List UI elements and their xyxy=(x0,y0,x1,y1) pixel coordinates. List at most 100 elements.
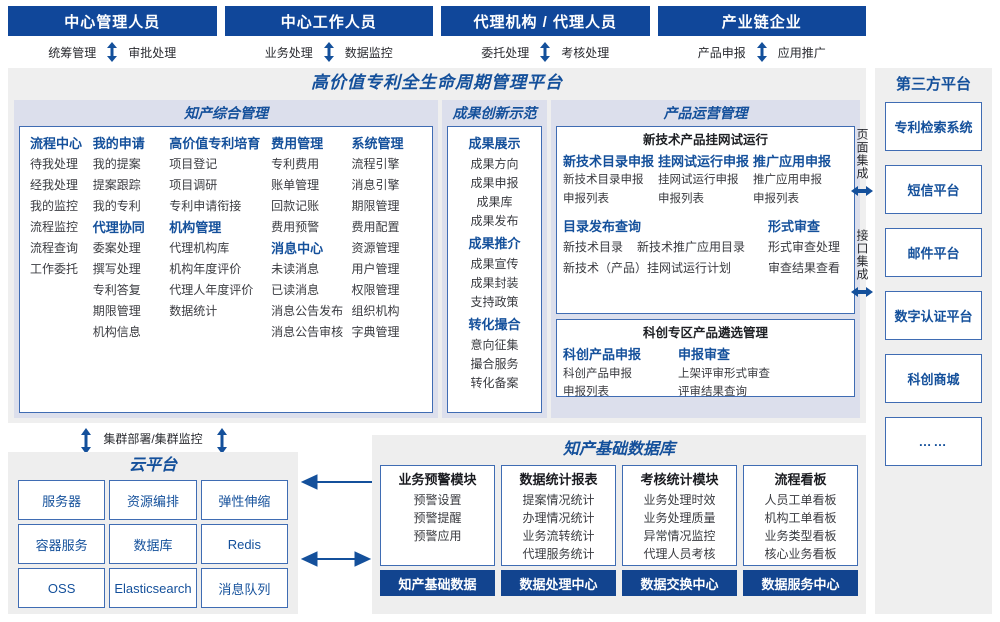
group-head[interactable]: 成果展示 xyxy=(468,136,521,151)
menu-item[interactable]: 机构信息 xyxy=(92,325,141,339)
menu-item[interactable]: 委案处理 xyxy=(92,241,141,255)
group-head[interactable]: 转化撮合 xyxy=(468,317,521,332)
menu-item[interactable]: 权限管理 xyxy=(351,283,400,297)
menu-item[interactable]: 推广应用申报 xyxy=(753,174,822,186)
cloud-cell-elastic-scaling[interactable]: 弹性伸缩 xyxy=(200,480,288,520)
menu-item[interactable]: 数据统计 xyxy=(169,304,218,318)
menu-item[interactable]: 消息引擎 xyxy=(351,178,400,192)
menu-item[interactable]: 专利申请衔接 xyxy=(169,199,242,213)
menu-item[interactable]: 费用配置 xyxy=(351,220,400,234)
menu-item[interactable]: 申报列表 xyxy=(563,193,609,205)
db-module-item[interactable]: 业务处理质量 xyxy=(643,511,716,525)
group-head[interactable]: 消息中心 xyxy=(271,241,324,256)
menu-item[interactable]: 回款记账 xyxy=(271,199,320,213)
group-head[interactable]: 挂网试运行申报 xyxy=(658,154,750,169)
menu-item[interactable]: 代理人年度评价 xyxy=(169,283,254,297)
menu-item[interactable]: 评审结果查询 xyxy=(678,386,747,398)
menu-item[interactable]: 我的提案 xyxy=(92,157,141,171)
menu-item[interactable]: 代理机构库 xyxy=(169,241,230,255)
db-module-item[interactable]: 异常情况监控 xyxy=(643,529,716,543)
menu-item[interactable]: 意向征集 xyxy=(470,338,519,352)
db-module-item[interactable]: 人员工单看板 xyxy=(764,493,837,507)
menu-item[interactable]: 科创产品申报 xyxy=(563,368,632,380)
db-module-item[interactable]: 核心业务看板 xyxy=(764,547,837,561)
menu-item[interactable]: 工作委托 xyxy=(30,262,79,276)
cloud-cell-server[interactable]: 服务器 xyxy=(18,480,106,520)
menu-item[interactable]: 消息公告审核 xyxy=(271,325,344,339)
menu-item[interactable]: 期限管理 xyxy=(92,304,141,318)
group-head[interactable]: 代理协同 xyxy=(92,220,145,235)
menu-item[interactable]: 成果方向 xyxy=(470,157,519,171)
cloud-cell-redis[interactable]: Redis xyxy=(200,524,288,564)
db-footer-service-center[interactable]: 数据服务中心 xyxy=(743,570,858,596)
role-bar-center-admin[interactable]: 中心管理人员 xyxy=(8,6,217,36)
menu-item[interactable]: 新技术目录申报 xyxy=(563,174,644,186)
cloud-cell-container-service[interactable]: 容器服务 xyxy=(18,524,106,564)
third-party-item-digital-cert[interactable]: 数字认证平台 xyxy=(885,291,982,340)
menu-item[interactable]: 用户管理 xyxy=(351,262,400,276)
group-head[interactable]: 系统管理 xyxy=(351,136,404,151)
menu-item[interactable]: 消息公告发布 xyxy=(271,304,344,318)
menu-item[interactable]: 成果宣传 xyxy=(470,257,519,271)
db-module-item[interactable]: 预警应用 xyxy=(413,529,462,543)
menu-item[interactable]: 期限管理 xyxy=(351,199,400,213)
group-head[interactable]: 高价值专利培育 xyxy=(169,136,261,151)
menu-item[interactable]: 我的监控 xyxy=(30,199,79,213)
menu-item[interactable]: 项目调研 xyxy=(169,178,218,192)
role-bar-agency[interactable]: 代理机构 / 代理人员 xyxy=(441,6,650,36)
third-party-item-kechuang-mall[interactable]: 科创商城 xyxy=(885,354,982,403)
menu-item[interactable]: 上架评审形式审查 xyxy=(678,368,770,380)
menu-item[interactable]: 新技术目录 xyxy=(563,240,624,254)
third-party-item-email[interactable]: 邮件平台 xyxy=(885,228,982,277)
menu-item[interactable]: 组织机构 xyxy=(351,304,400,318)
group-head[interactable]: 形式审查 xyxy=(768,219,821,234)
db-module-item[interactable]: 代理服务统计 xyxy=(522,547,595,561)
role-bar-center-staff[interactable]: 中心工作人员 xyxy=(224,6,433,36)
third-party-item-more[interactable]: …… xyxy=(885,417,982,466)
menu-item[interactable]: 撰写处理 xyxy=(92,262,141,276)
menu-item[interactable]: 新技术推广应用目录 xyxy=(637,240,746,254)
db-footer-basic-data[interactable]: 知产基础数据 xyxy=(380,570,495,596)
cloud-cell-resource-orchestration[interactable]: 资源编排 xyxy=(109,480,197,520)
menu-item[interactable]: 形式审查处理 xyxy=(768,240,841,254)
db-module-item[interactable]: 业务流转统计 xyxy=(522,529,595,543)
menu-item[interactable]: 经我处理 xyxy=(30,178,79,192)
db-module-item[interactable]: 代理人员考核 xyxy=(643,547,716,561)
cloud-cell-message-queue[interactable]: 消息队列 xyxy=(200,568,288,608)
menu-item[interactable]: 账单管理 xyxy=(271,178,320,192)
menu-item[interactable]: 流程查询 xyxy=(30,241,79,255)
db-module-item[interactable]: 预警提醒 xyxy=(413,511,462,525)
menu-item[interactable]: 挂网试运行申报 xyxy=(658,174,739,186)
third-party-item-sms[interactable]: 短信平台 xyxy=(885,165,982,214)
db-module-item[interactable]: 办理情况统计 xyxy=(522,511,595,525)
db-module-item[interactable]: 业务处理时效 xyxy=(643,493,716,507)
menu-item[interactable]: 机构年度评价 xyxy=(169,262,242,276)
db-module-item[interactable]: 业务类型看板 xyxy=(764,529,837,543)
cloud-cell-elasticsearch[interactable]: Elasticsearch xyxy=(109,568,197,608)
cloud-cell-oss[interactable]: OSS xyxy=(18,568,106,608)
group-head[interactable]: 目录发布查询 xyxy=(563,219,642,234)
menu-item[interactable]: 字典管理 xyxy=(351,325,400,339)
db-module-item[interactable]: 提案情况统计 xyxy=(522,493,595,507)
menu-item[interactable]: 提案跟踪 xyxy=(92,178,141,192)
menu-item[interactable]: 成果申报 xyxy=(470,176,519,190)
group-head[interactable]: 推广应用申报 xyxy=(753,154,832,169)
group-head[interactable]: 申报审查 xyxy=(678,347,731,362)
db-module-item[interactable]: 机构工单看板 xyxy=(764,511,837,525)
menu-item[interactable]: 审查结果查看 xyxy=(768,261,841,275)
menu-item[interactable]: 费用预警 xyxy=(271,220,320,234)
menu-item[interactable]: 转化备案 xyxy=(470,376,519,390)
menu-item[interactable]: 新技术（产品）挂网试运行计划 xyxy=(563,261,732,275)
db-footer-processing-center[interactable]: 数据处理中心 xyxy=(501,570,616,596)
menu-item[interactable]: 专利答复 xyxy=(92,283,141,297)
menu-item[interactable]: 申报列表 xyxy=(753,193,799,205)
menu-item[interactable]: 申报列表 xyxy=(658,193,704,205)
group-head[interactable]: 费用管理 xyxy=(271,136,324,151)
third-party-item-patent-search[interactable]: 专利检索系统 xyxy=(885,102,982,151)
menu-item[interactable]: 专利费用 xyxy=(271,157,320,171)
group-head[interactable]: 机构管理 xyxy=(169,220,222,235)
role-bar-enterprise[interactable]: 产业链企业 xyxy=(657,6,866,36)
menu-item[interactable]: 待我处理 xyxy=(30,157,79,171)
menu-item[interactable]: 撮合服务 xyxy=(470,357,519,371)
menu-item[interactable]: 流程引擎 xyxy=(351,157,400,171)
